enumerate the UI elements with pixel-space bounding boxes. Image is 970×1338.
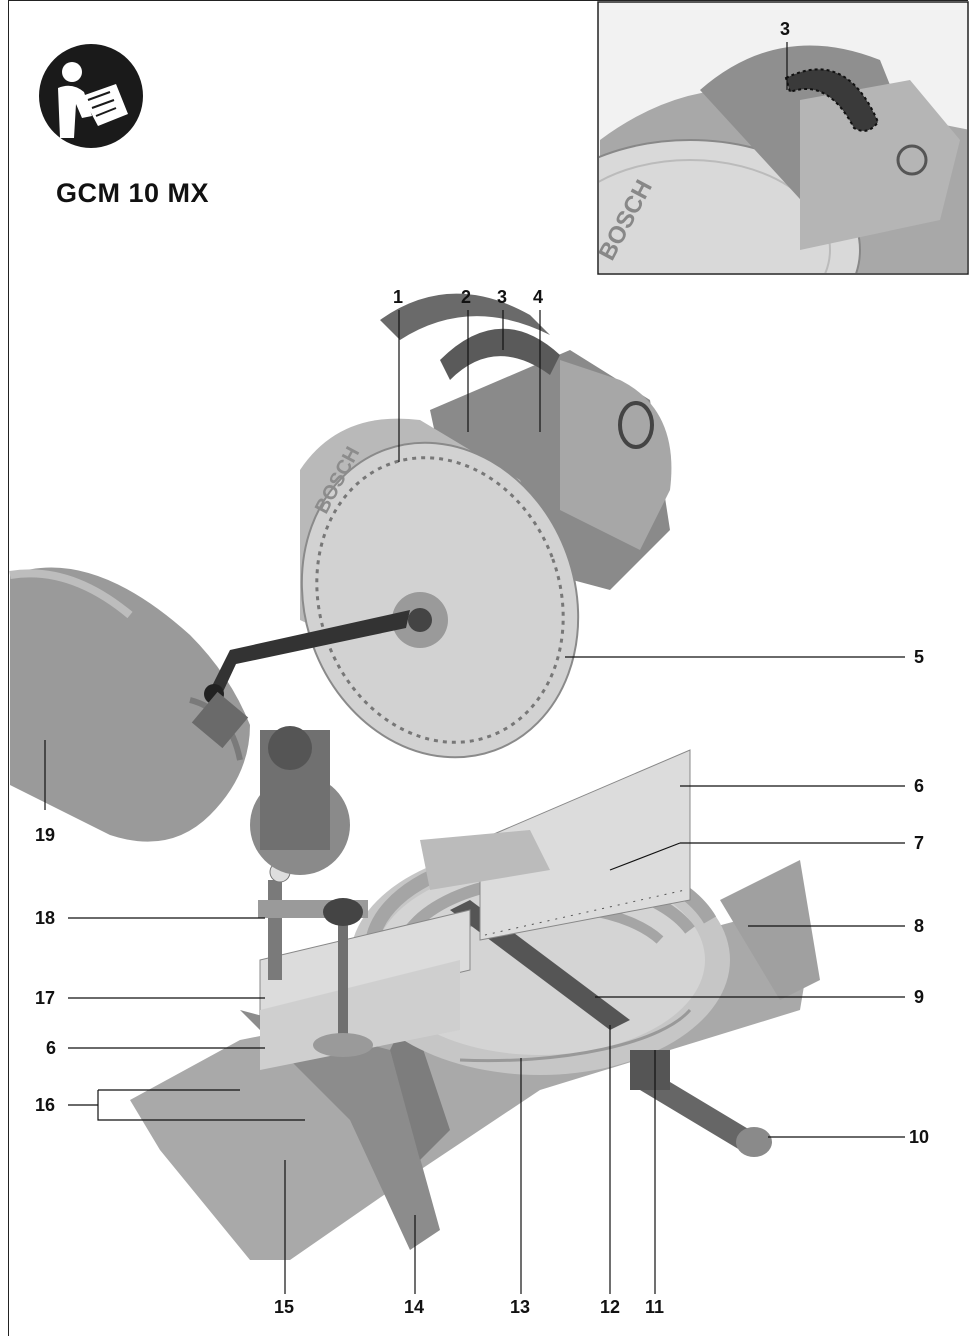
callout-9: 9 (914, 987, 925, 1007)
callout-15: 15 (274, 1297, 295, 1317)
callout-2: 2 (461, 287, 472, 307)
guard-lever (191, 610, 410, 770)
callout-18: 18 (35, 908, 56, 928)
callout-19: 19 (35, 825, 56, 845)
callout-inset-3: 3 (780, 19, 791, 39)
model-name: GCM 10 MX (56, 178, 210, 208)
callout-10: 10 (909, 1127, 930, 1147)
callout-14: 14 (404, 1297, 425, 1317)
callout-6-right: 6 (914, 776, 925, 796)
callout-16: 16 (35, 1095, 56, 1115)
callout-17: 17 (35, 988, 56, 1008)
callout-1: 1 (393, 287, 404, 307)
callout-13: 13 (510, 1297, 531, 1317)
callout-11: 11 (645, 1297, 665, 1317)
callout-7: 7 (914, 833, 925, 853)
callout-6-left: 6 (46, 1038, 57, 1058)
callout-8: 8 (914, 916, 925, 936)
callout-4: 4 (533, 287, 544, 307)
callout-5: 5 (914, 647, 925, 667)
saw-base (130, 845, 820, 1260)
fences (259, 749, 691, 1070)
callout-leaders (44, 42, 905, 1294)
read-manual-icon (39, 44, 143, 148)
callout-12: 12 (600, 1297, 621, 1317)
miter-handle (630, 1050, 772, 1157)
callout-3: 3 (497, 287, 508, 307)
page-frame (8, 0, 968, 1336)
inset-handle-detail: BOSCH (597, 1, 969, 275)
